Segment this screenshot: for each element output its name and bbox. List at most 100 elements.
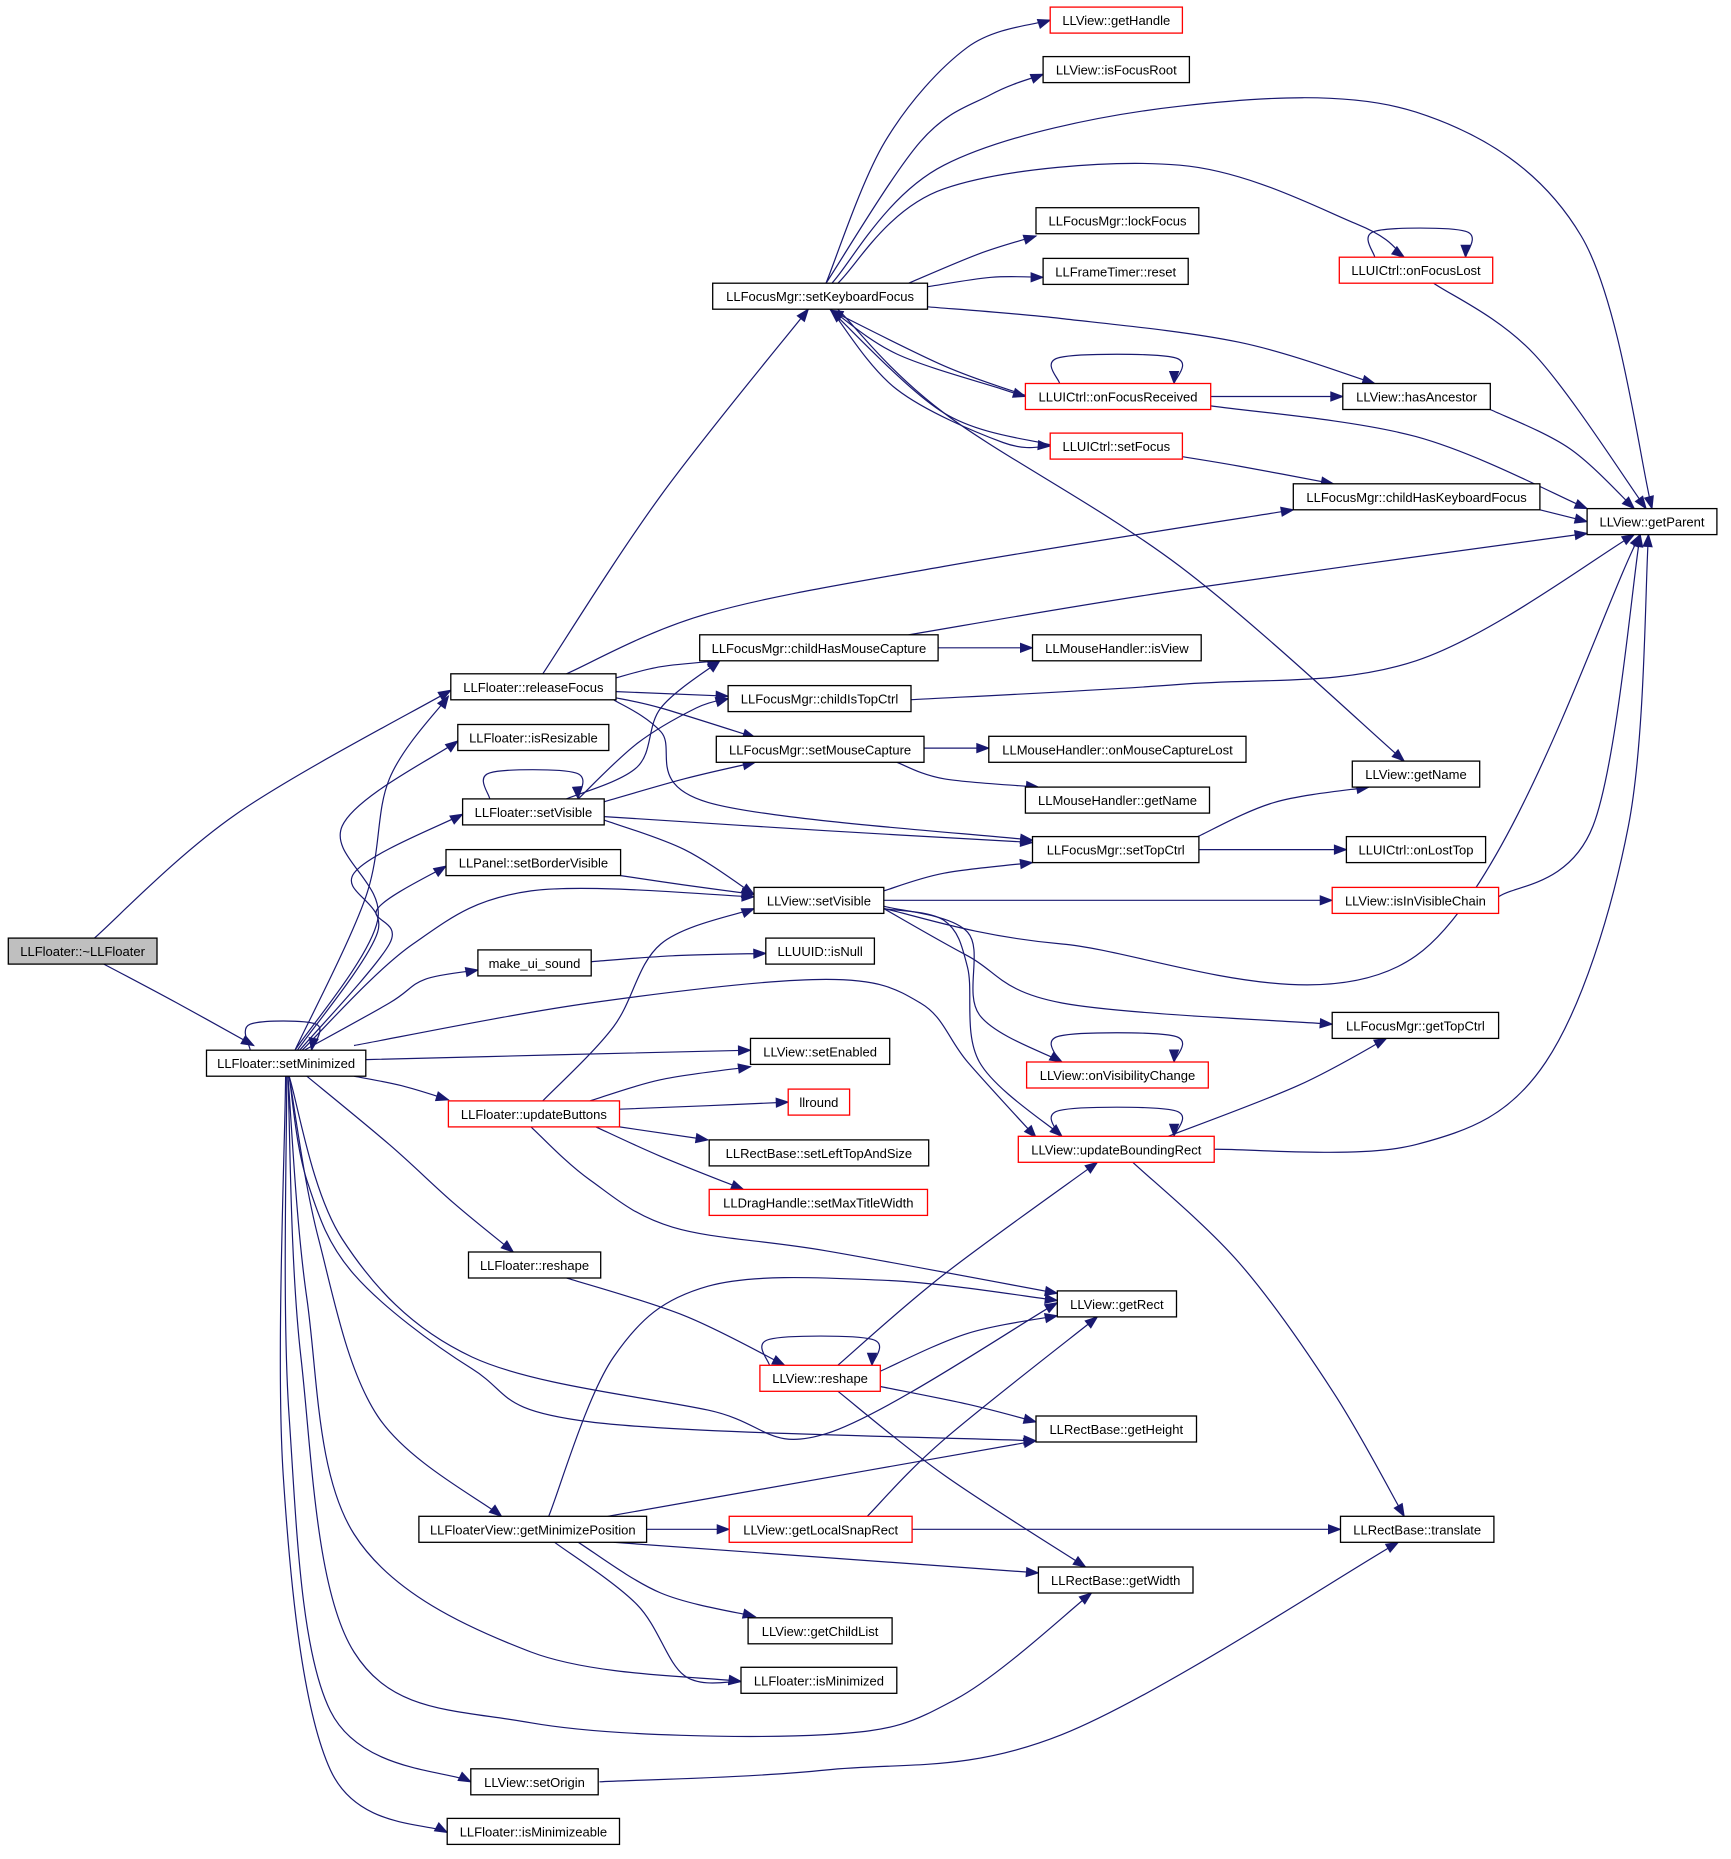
node-getChildList[interactable]: LLView::getChildList [747, 1617, 893, 1645]
node-setLeftTopAndSize[interactable]: LLRectBase::setLeftTopAndSize [708, 1139, 930, 1167]
node-getLocalSnapRect[interactable]: LLView::getLocalSnapRect [728, 1515, 913, 1543]
edge-flSetVisible-to-viewSetVisible [603, 819, 756, 896]
edge-onFocusReceived-to-getParent [1210, 405, 1589, 510]
node-releaseFocus[interactable]: LLFloater::releaseFocus [450, 673, 617, 701]
edge-setMouseCapture-to-onMouseCaptureLost [923, 742, 991, 754]
node-childHasMouseCapture[interactable]: LLFocusMgr::childHasMouseCapture [699, 634, 939, 662]
node-mhGetName[interactable]: LLMouseHandler::getName [1024, 786, 1211, 814]
node-onFocusReceived[interactable]: LLUICtrl::onFocusReceived [1024, 382, 1212, 411]
edge-line [837, 1161, 1098, 1366]
node-updateButtons[interactable]: LLFloater::updateButtons [447, 1100, 621, 1128]
edge-setMinimized-to-updateBoundingRect [353, 978, 1037, 1139]
node-updateBoundingRect[interactable]: LLView::updateBoundingRect [1017, 1135, 1215, 1163]
node-label: LLUICtrl::setFocus [1062, 439, 1170, 454]
node-translate[interactable]: LLRectBase::translate [1339, 1515, 1495, 1543]
node-getRect[interactable]: LLView::getRect [1056, 1290, 1178, 1318]
node-childIsTopCtrl[interactable]: LLFocusMgr::childIsTopCtrl [727, 684, 912, 713]
node-setBorderVisible[interactable]: LLPanel::setBorderVisible [445, 848, 622, 877]
node-lockFocus[interactable]: LLFocusMgr::lockFocus [1035, 207, 1200, 235]
node-box [1292, 483, 1541, 511]
node-isView[interactable]: LLMouseHandler::isView [1031, 634, 1202, 662]
node-getTopCtrl[interactable]: LLFocusMgr::getTopCtrl [1331, 1011, 1500, 1040]
node-onLostTop[interactable]: LLUICtrl::onLostTop [1345, 835, 1487, 864]
node-getHeight[interactable]: LLRectBase::getHeight [1035, 1415, 1198, 1443]
edge-setKeyboardFocus-to-onFocusLost [837, 162, 1406, 284]
node-box [446, 1817, 621, 1846]
node-setKeyboardFocus[interactable]: LLFocusMgr::setKeyboardFocus [712, 282, 929, 310]
node-setMouseCapture[interactable]: LLFocusMgr::setMouseCapture [715, 735, 925, 763]
node-flSetVisible[interactable]: LLFloater::setVisible [461, 798, 605, 826]
node-onVisibilityChange[interactable]: LLView::onVisibilityChange [1025, 1061, 1209, 1089]
edge-line [830, 308, 1051, 449]
node-box [1342, 382, 1491, 411]
arrowhead [1319, 895, 1334, 906]
edge-flSetVisible-to-flSetVisible [482, 769, 584, 801]
node-onMouseCaptureLost[interactable]: LLMouseHandler::onMouseCaptureLost [988, 735, 1247, 763]
arrowhead [1043, 1312, 1059, 1324]
node-flReshape[interactable]: LLFloater::reshape [467, 1251, 602, 1279]
node-label: LLFocusMgr::childIsTopCtrl [741, 692, 899, 707]
edge-viewSetVisible-to-isInVisibleChain [883, 895, 1334, 906]
node-box [1031, 835, 1200, 864]
arrowhead [1036, 18, 1052, 29]
edge-line [103, 963, 254, 1047]
arrowhead [1025, 1566, 1040, 1578]
node-getMinimizePosition[interactable]: LLFloaterView::getMinimizePosition [418, 1515, 648, 1543]
arrowhead [728, 1675, 743, 1686]
edge-line [1433, 282, 1647, 509]
edge-releaseFocus-to-childHasKeyboardFocus [566, 506, 1295, 675]
node-getParent[interactable]: LLView::getParent [1586, 507, 1718, 536]
arrowhead [866, 1352, 878, 1367]
node-viewGetName[interactable]: LLView::getName [1351, 760, 1481, 788]
node-box [205, 1049, 367, 1077]
arrowhead [737, 1045, 752, 1056]
node-uiSetFocus[interactable]: LLUICtrl::setFocus [1049, 432, 1184, 460]
edge-line [830, 308, 1026, 398]
node-label: LLView::reshape [772, 1371, 868, 1386]
edge-line [577, 1541, 756, 1618]
arrowhead [1020, 642, 1034, 654]
edge-line [613, 699, 1033, 841]
node-label: LLDragHandle::setMaxTitleWidth [723, 1195, 913, 1210]
edge-flSetVisible-to-setMouseCapture [601, 760, 757, 803]
node-hasAncestor[interactable]: LLView::hasAncestor [1342, 382, 1491, 411]
arrowhead [432, 865, 448, 878]
node-viewSetVisible[interactable]: LLView::setVisible [753, 886, 885, 915]
node-setTopCtrl[interactable]: LLFocusMgr::setTopCtrl [1031, 835, 1200, 864]
node-isMinimized[interactable]: LLFloater::isMinimized [740, 1666, 898, 1694]
edge-setMinimized-to-isMinimizeable [279, 1076, 449, 1834]
node-box [1339, 1515, 1495, 1543]
node-llround[interactable]: llround [787, 1088, 851, 1116]
node-setEnabled[interactable]: LLView::setEnabled [749, 1037, 891, 1066]
edge-updateBoundingRect-to-getParent [1214, 533, 1653, 1153]
nodes-layer: LLFloater::~LLFloaterLLFloater::setMinim… [7, 6, 1718, 1846]
node-onFocusLost[interactable]: LLUICtrl::onFocusLost [1338, 256, 1494, 284]
arrowhead [1620, 533, 1636, 546]
node-setOrigin[interactable]: LLView::setOrigin [470, 1768, 599, 1796]
node-root[interactable]: LLFloater::~LLFloater [7, 937, 158, 965]
node-setMinimized[interactable]: LLFloater::setMinimized [205, 1049, 367, 1077]
node-label: LLUICtrl::onFocusLost [1351, 263, 1481, 278]
edge-updateBoundingRect-to-updateBoundingRect [1050, 1106, 1184, 1138]
node-childHasKeyboardFocus[interactable]: LLFocusMgr::childHasKeyboardFocus [1292, 483, 1541, 511]
edge-setBorderVisible-to-viewSetVisible [620, 875, 756, 898]
node-box [1042, 55, 1191, 84]
node-getWidth[interactable]: LLRectBase::getWidth [1037, 1566, 1194, 1594]
node-label: LLFloater::setMinimized [217, 1056, 355, 1071]
node-isNull[interactable]: LLUUID::isNull [765, 937, 876, 965]
node-viewReshape[interactable]: LLView::reshape [759, 1364, 881, 1392]
node-isInVisibleChain[interactable]: LLView::isInVisibleChain [1331, 886, 1500, 915]
edge-line [287, 1076, 1092, 1737]
node-isMinimizeable[interactable]: LLFloater::isMinimizeable [446, 1817, 621, 1846]
node-getHandle[interactable]: LLView::getHandle [1049, 6, 1184, 34]
arrowhead [706, 659, 721, 673]
node-makeUiSound[interactable]: make_ui_sound [477, 949, 592, 977]
arrowhead [1574, 529, 1589, 541]
node-frameReset[interactable]: LLFrameTimer::reset [1042, 257, 1189, 286]
node-setMaxTitleWidth[interactable]: LLDragHandle::setMaxTitleWidth [708, 1188, 929, 1217]
node-label: LLRectBase::getHeight [1049, 1422, 1183, 1437]
node-label: LLMouseHandler::isView [1045, 641, 1189, 656]
node-isFocusRoot[interactable]: LLView::isFocusRoot [1042, 55, 1191, 84]
node-box [988, 735, 1247, 763]
node-isResizable[interactable]: LLFloater::isResizable [457, 723, 610, 752]
